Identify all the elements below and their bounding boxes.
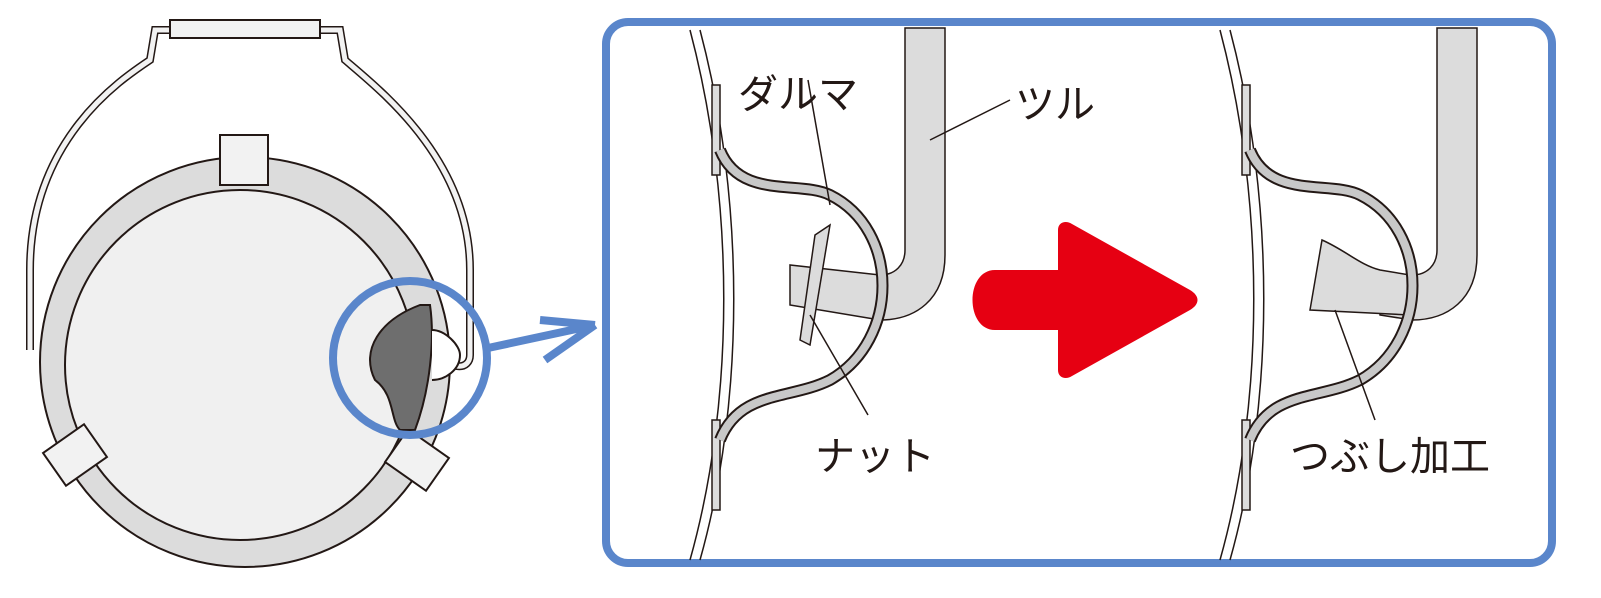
process-arrow <box>972 222 1198 378</box>
headband-pad <box>169 19 321 39</box>
label-tsuru: ツル <box>1015 82 1095 128</box>
label-crimp: つぶし加工 <box>1290 434 1490 480</box>
after-detail <box>1219 27 1478 561</box>
lens <box>64 189 416 541</box>
goggle-overview <box>26 19 474 568</box>
zoom-highlight-circle <box>329 277 491 439</box>
top-clip <box>219 134 269 186</box>
before-detail <box>689 27 1011 561</box>
zoom-pointer-arrow <box>487 316 598 364</box>
left-clip <box>41 422 109 488</box>
right-clip <box>383 427 451 493</box>
label-daruma: ダルマ <box>738 72 858 118</box>
label-nut: ナット <box>815 434 935 480</box>
nut <box>799 223 832 347</box>
side-shield <box>369 304 433 431</box>
